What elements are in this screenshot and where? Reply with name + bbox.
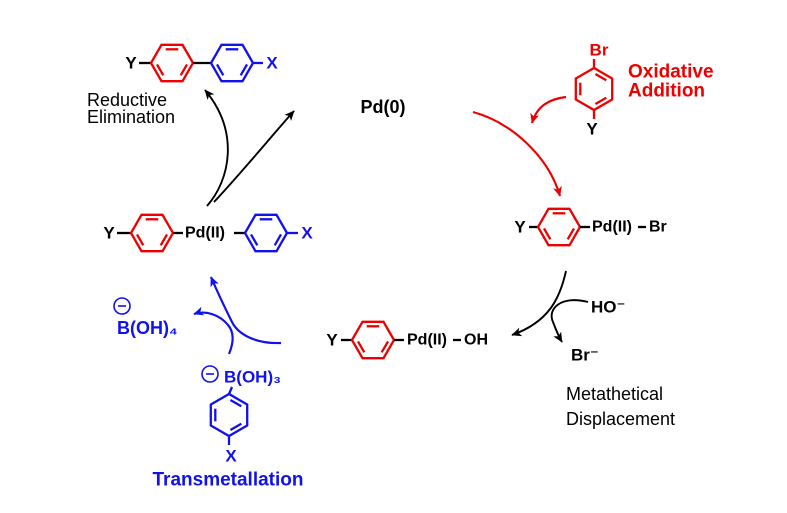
substituent-y-label: Y (514, 218, 526, 237)
arylboronate: B(OH)₃ X (201, 365, 281, 466)
step-label-line1: Metathetical (566, 384, 663, 404)
benzene-ring-blue (209, 392, 249, 438)
biaryl-product: Y X (125, 43, 278, 83)
substituent-x-label: X (266, 54, 278, 73)
diarylpd-complex: Y Pd(II) X (103, 213, 313, 253)
substituent-y-label: Y (125, 54, 137, 73)
bromine-label: Br (590, 41, 609, 60)
metathetical-displacement-label: Metathetical Displacement (566, 384, 675, 429)
minus-charge-icon (113, 297, 131, 315)
arrow-reductive-elimination-pd0 (213, 110, 295, 203)
pd-center-label: Pd(II) (592, 219, 632, 236)
step-label-line2: Elimination (87, 107, 175, 127)
substituent-y-label: Y (586, 120, 598, 139)
transmetallation-label: Transmetallation (153, 470, 304, 491)
benzene-ring-blue (243, 213, 289, 253)
aryl-bromide: Br Y (574, 41, 614, 139)
arrow-metathetical-displacement (511, 270, 567, 337)
reductive-elimination-label: Reductive Elimination (87, 90, 175, 127)
pd-center-label: Pd(II) (407, 332, 447, 349)
step-label-line2: Addition (628, 81, 705, 102)
arrow-boronate-to-borate (193, 306, 234, 355)
benzene-ring-red (149, 43, 195, 83)
benzene-ring-red (350, 320, 396, 360)
arrow-reductive-elimination-product (204, 89, 229, 207)
boronate-group-label: B(OH)₃ (224, 368, 281, 387)
substituent-x-label: X (225, 447, 237, 466)
benzene-ring-blue (209, 43, 255, 83)
substituent-x-label: X (301, 224, 313, 243)
arylpd-hydroxide-complex: Y Pd(II) OH (326, 320, 488, 360)
benzene-ring-red (129, 213, 175, 253)
arylpd-bromide-complex: Y Pd(II) Br (514, 207, 667, 247)
bond (227, 386, 234, 395)
hydroxide-ion-label: HO⁻ (591, 298, 625, 317)
borate-formula-label: B(OH)₄ (117, 318, 178, 338)
pd-center-label: Pd(II) (185, 225, 225, 242)
substituent-y-label: Y (103, 224, 115, 243)
ligand-oh-label: OH (464, 332, 488, 349)
pd0-catalyst-label: Pd(0) (361, 97, 406, 117)
benzene-ring-red (536, 207, 582, 247)
arrow-transmetallation-main (209, 276, 282, 345)
step-label-line1: Oxidative (628, 62, 714, 83)
arrow-arylbromide-join (530, 95, 567, 124)
arrow-hydroxide-in-bromide-out (550, 299, 589, 343)
oxidative-addition-label: Oxidative Addition (628, 62, 714, 102)
substituent-y-label: Y (326, 331, 338, 350)
borate-ion: B(OH)₄ (113, 297, 178, 338)
step-label-line2: Displacement (566, 409, 675, 429)
minus-charge-icon (201, 365, 219, 383)
ligand-br-label: Br (649, 219, 667, 236)
step-label-line1: Reductive (87, 90, 167, 110)
bromide-ion-label: Br⁻ (571, 346, 599, 365)
benzene-ring-red (574, 66, 614, 112)
arrow-oxidative-addition-main (472, 110, 562, 197)
